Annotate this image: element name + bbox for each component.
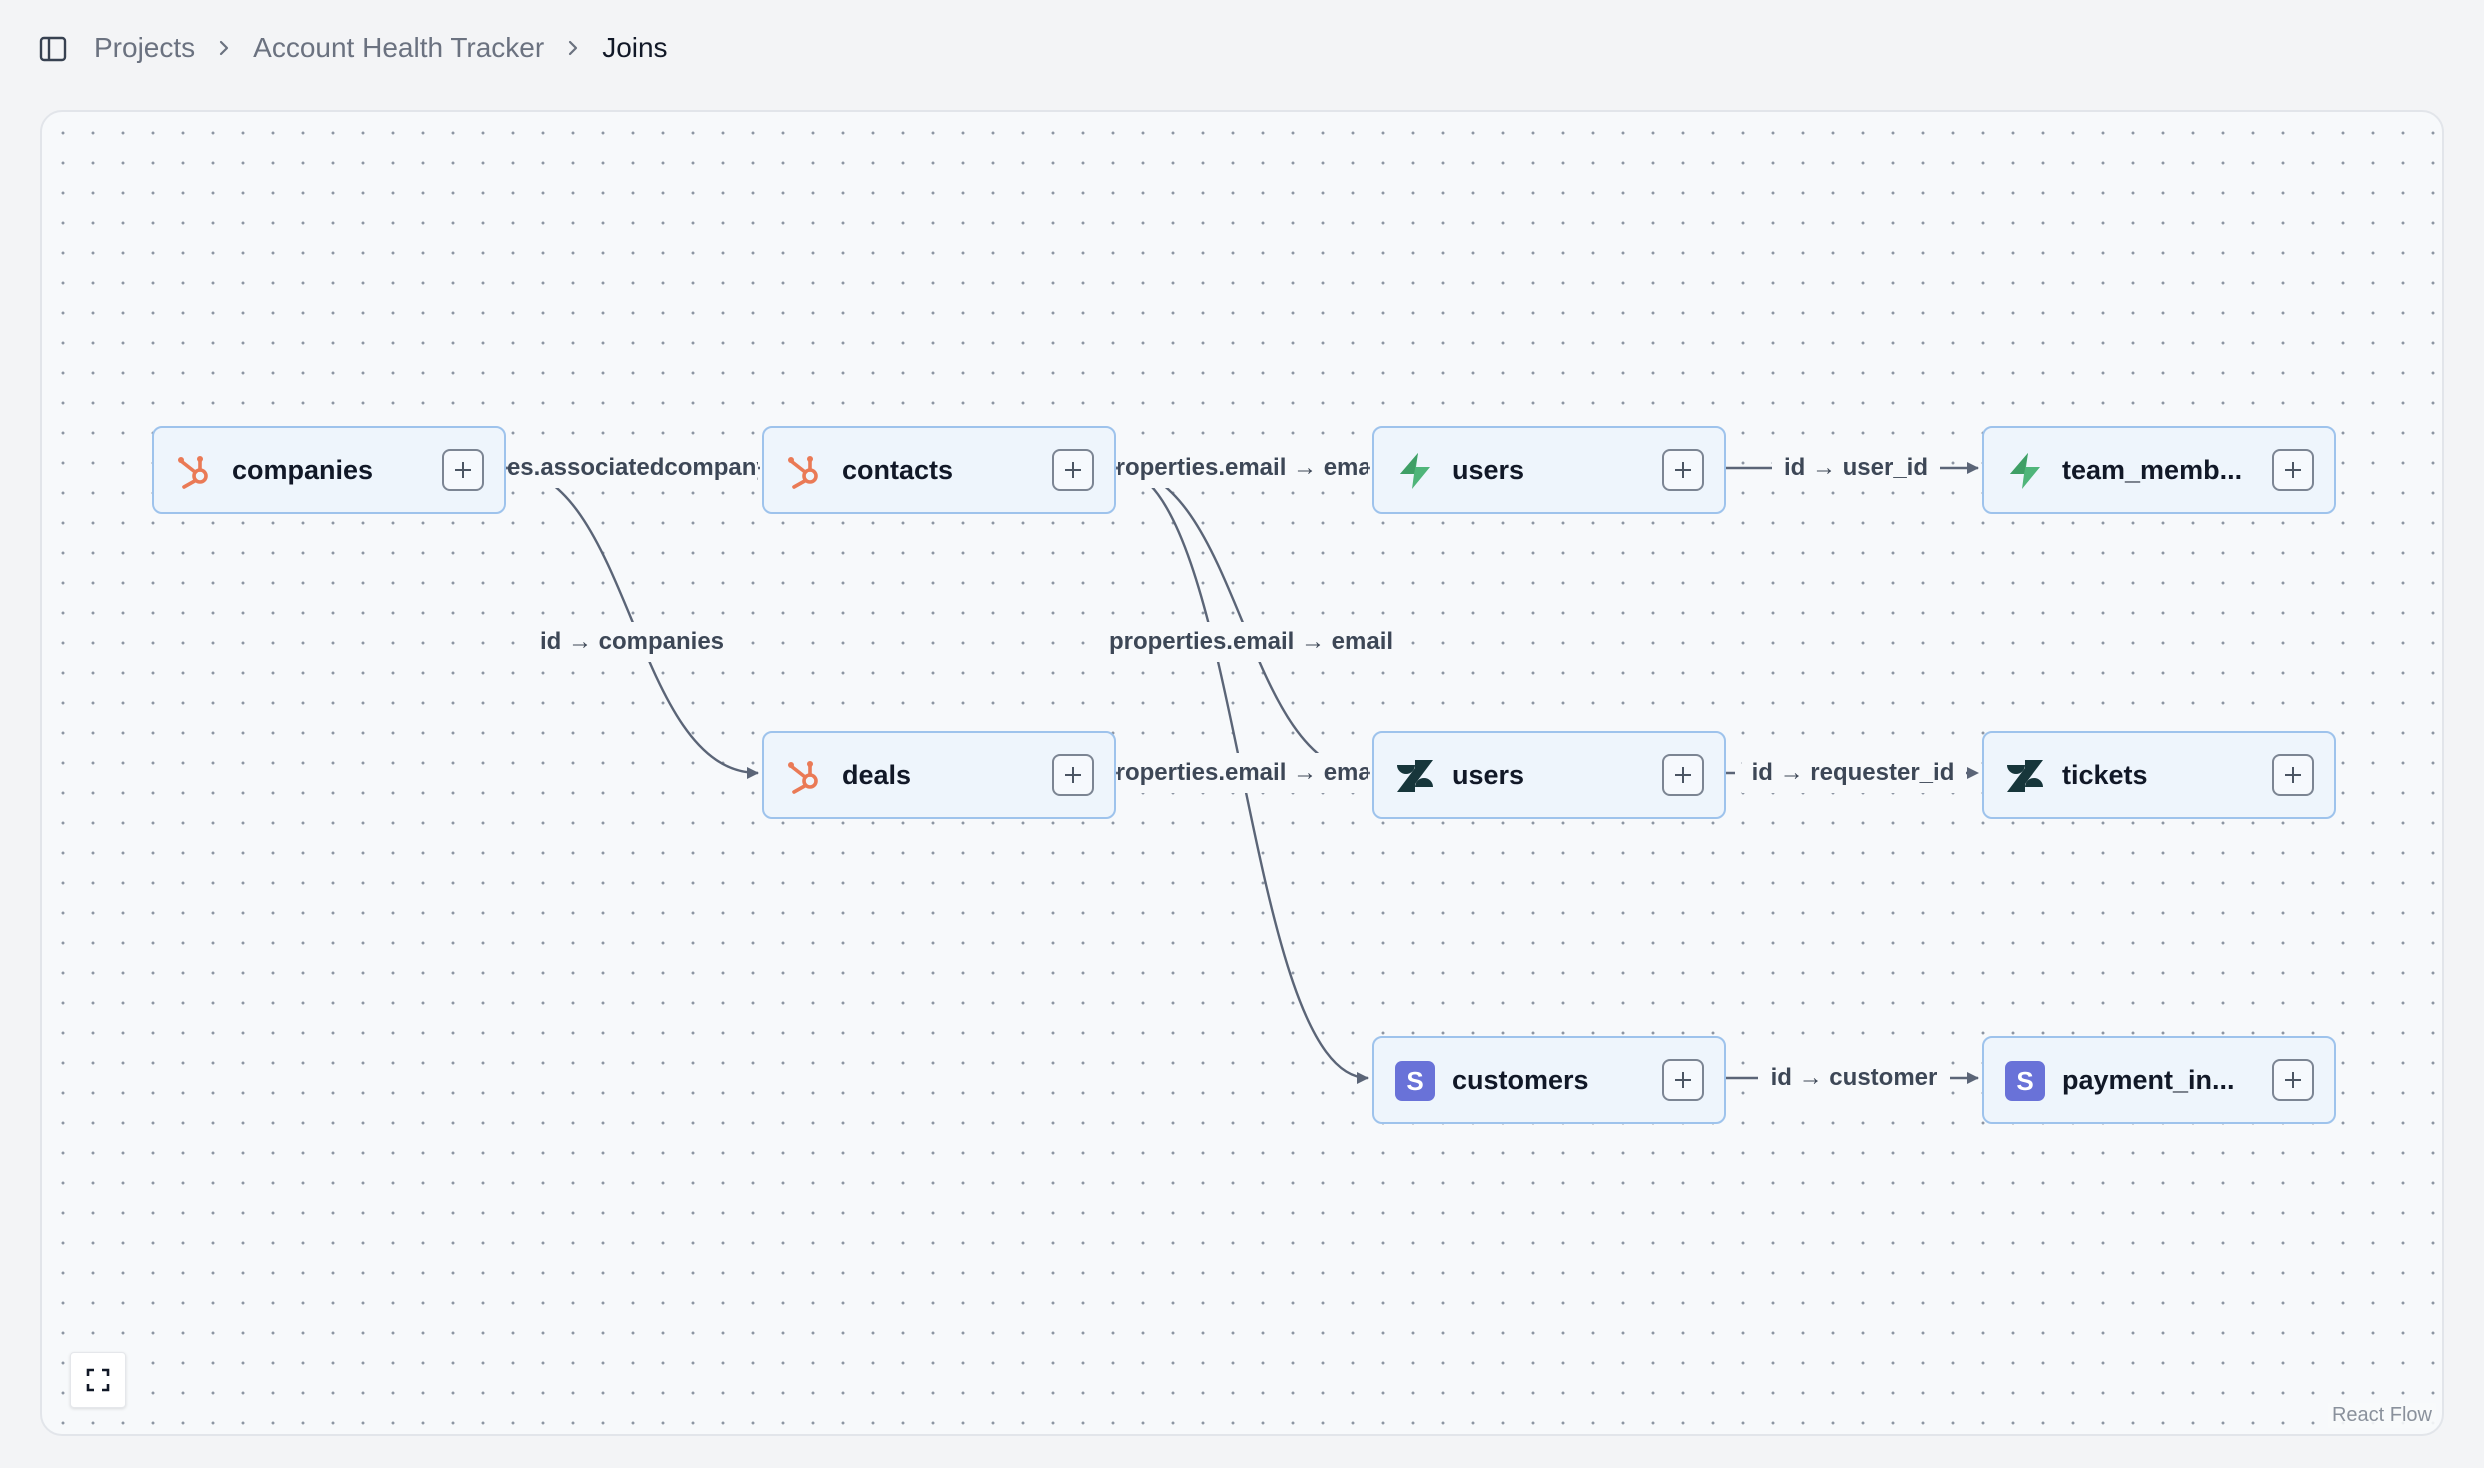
edge-label-text: properties.associatedcompanyid → id: [508, 454, 758, 481]
add-join-button[interactable]: [1662, 449, 1704, 491]
hubspot-icon: [174, 450, 216, 492]
breadcrumb: Projects Account Health Tracker Joins: [94, 28, 668, 68]
stripe-icon: S: [1394, 1060, 1436, 1102]
chevron-right-icon: [217, 38, 231, 58]
node-companies[interactable]: companies: [152, 426, 506, 514]
plus-icon: [455, 462, 471, 478]
svg-text:S: S: [1406, 1066, 1423, 1096]
node-label: deals: [842, 759, 912, 790]
plus-icon: [1675, 767, 1691, 783]
node-label: contacts: [842, 454, 954, 485]
edge-label-id-requester-id: id → requester_id: [1742, 753, 1964, 793]
node-contacts[interactable]: contacts: [762, 426, 1116, 514]
node-label: companies: [232, 454, 374, 485]
plus-icon: [2285, 462, 2301, 478]
edge-contacts-zendesk-users[interactable]: [1115, 466, 1369, 779]
node-tickets[interactable]: tickets: [1982, 731, 2336, 819]
chevron-right-icon: [566, 38, 580, 58]
edge-companies-deals[interactable]: [505, 466, 759, 779]
plus-icon: [2285, 767, 2301, 783]
node-label: users: [1452, 454, 1525, 485]
edge-label-properties-email: properties.email → email: [1100, 622, 1402, 662]
breadcrumb-current-joins: Joins: [602, 32, 668, 63]
edge-label-id-user-id: id → user_id: [1772, 448, 1940, 488]
node-payment-intents[interactable]: S payment_in...: [1982, 1036, 2336, 1124]
plus-icon: [1065, 767, 1081, 783]
svg-text:S: S: [2016, 1066, 2033, 1096]
plus-icon: [1065, 462, 1081, 478]
zendesk-icon: [2004, 755, 2046, 797]
plus-icon: [1675, 462, 1691, 478]
node-label: users: [1452, 759, 1525, 790]
add-join-button[interactable]: [2272, 754, 2314, 796]
fullscreen-icon: [86, 1368, 110, 1392]
edge-label-associated-company: properties.associatedcompanyid → id: [508, 448, 758, 488]
edge-label-id-companies: id → companies: [526, 622, 738, 662]
edge-label-contacts-email: properties.email → email: [1118, 448, 1368, 488]
top-bar: Projects Account Health Tracker Joins: [0, 0, 2484, 96]
node-deals[interactable]: deals: [762, 731, 1116, 819]
add-join-button[interactable]: [2272, 449, 2314, 491]
node-label: payment_in...: [2062, 1064, 2235, 1095]
add-join-button[interactable]: [1052, 754, 1094, 796]
plus-icon: [2285, 1072, 2301, 1088]
add-join-button[interactable]: [2272, 1059, 2314, 1101]
sidebar-toggle-icon[interactable]: [38, 34, 68, 64]
node-users-supabase[interactable]: users: [1372, 426, 1726, 514]
breadcrumb-account-health-tracker[interactable]: Account Health Tracker: [253, 32, 545, 63]
fit-view-button[interactable]: [70, 1352, 126, 1408]
hubspot-icon: [784, 755, 826, 797]
hubspot-icon: [784, 450, 826, 492]
edge-label-deals-email: properties.email → email: [1118, 753, 1368, 793]
plus-icon: [1675, 1072, 1691, 1088]
zendesk-icon: [1394, 755, 1436, 797]
flow-canvas[interactable]: properties.associatedcompanyid → id id →…: [40, 110, 2444, 1436]
breadcrumb-projects[interactable]: Projects: [94, 32, 196, 63]
node-label: customers: [1452, 1064, 1589, 1095]
edge-label-id-customer: id → customer: [1758, 1058, 1950, 1098]
add-join-button[interactable]: [1662, 1059, 1704, 1101]
add-join-button[interactable]: [1052, 449, 1094, 491]
supabase-icon: [2004, 450, 2046, 492]
react-flow-attribution[interactable]: React Flow: [2327, 1403, 2436, 1428]
add-join-button[interactable]: [1662, 754, 1704, 796]
add-join-button[interactable]: [442, 449, 484, 491]
node-label: team_memb...: [2062, 454, 2243, 485]
node-label: tickets: [2062, 759, 2148, 790]
stripe-icon: S: [2004, 1060, 2046, 1102]
node-team-members[interactable]: team_memb...: [1982, 426, 2336, 514]
node-customers[interactable]: S customers: [1372, 1036, 1726, 1124]
node-users-zendesk[interactable]: users: [1372, 731, 1726, 819]
supabase-icon: [1394, 450, 1436, 492]
